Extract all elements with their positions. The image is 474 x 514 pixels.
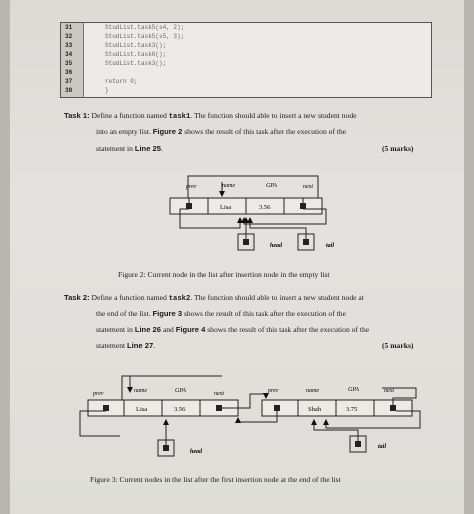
n2-header-gpa: GPA: [348, 387, 359, 393]
figure3-caption: Figure 3: Current nodes in the list afte…: [90, 475, 341, 484]
figure3-diagram: prev name GPA next Lisa 3.56 prev name G…: [79, 375, 421, 457]
task1-text: shows the result of this task after the …: [182, 127, 347, 136]
node-name: Lisa: [220, 204, 231, 211]
code-text: }: [105, 87, 109, 94]
task2-text: shows the result of this task after the …: [205, 325, 370, 334]
line26-reference: Line 26: [134, 325, 161, 334]
task2-text: the end of the list.: [96, 309, 153, 318]
n1-header-next: next: [214, 391, 224, 397]
line-number: 35: [65, 60, 73, 67]
node2-gpa: 3.75: [346, 406, 357, 413]
task2-marks: (5 marks): [382, 341, 414, 350]
n2-header-prev: prev: [267, 388, 279, 394]
task2-line4: statement Line 27.: [96, 339, 155, 353]
task1-text: .: [160, 144, 163, 153]
task2-line1: Task 2: Define a function named task2. T…: [64, 291, 364, 306]
figure2-null-loop: [187, 175, 319, 198]
n1-header-name: name: [134, 388, 147, 394]
task1-line1: Task 1: Define a function named task1. T…: [64, 109, 357, 124]
code-text: StudList.task5(s4, 2);: [105, 24, 185, 31]
code-text: return 0;: [105, 78, 138, 85]
task2-text: statement: [96, 341, 127, 350]
task1-function-name: task1: [168, 113, 191, 121]
line-number-gutter: [61, 23, 84, 97]
line-number: 33: [65, 42, 73, 49]
figure2-diagram: prev name GPA next Lisa 3.56 head tail: [169, 175, 334, 251]
head-label: head: [270, 243, 283, 249]
task2-line2: the end of the list. Figure 3 shows the …: [96, 307, 346, 321]
node1-gpa: 3.56: [174, 406, 186, 413]
figure2-reference: Figure 2: [152, 127, 183, 136]
task2-text: . The function should able to insert a n…: [190, 293, 364, 302]
n2-header-next: next: [384, 388, 394, 394]
figure3-node-2: [261, 399, 413, 417]
figure3-reference: Figure 3: [152, 309, 183, 318]
task1-text: . The function should able to insert a n…: [190, 111, 357, 120]
figure4-reference: Figure 4: [175, 325, 206, 334]
header-next: next: [303, 184, 313, 190]
task1-line2: into an empty list. Figure 2 shows the r…: [96, 125, 346, 139]
task2-text: .: [153, 341, 156, 350]
tail-label: tail: [326, 243, 334, 249]
task1-text: into an empty list.: [96, 127, 153, 136]
task2-text: and: [160, 325, 176, 334]
line25-reference: Line 25: [134, 144, 161, 153]
node1-name: Lisa: [136, 406, 147, 413]
header-name: name: [222, 183, 235, 189]
task1-text: Define a function named: [91, 111, 169, 120]
task1-text: statement in: [96, 144, 135, 153]
head-label: head: [190, 449, 203, 455]
n1-header-gpa: GPA: [175, 388, 186, 394]
task1-line3: statement in Line 25.: [96, 142, 163, 156]
line27-reference: Line 27: [127, 341, 154, 350]
tail-label: tail: [378, 444, 386, 450]
code-text: StudList.task6();: [105, 51, 167, 58]
line-number: 38: [65, 87, 73, 94]
header-prev: prev: [185, 184, 197, 190]
code-text: StudList.task3();: [105, 60, 167, 67]
task1-marks: (5 marks): [382, 144, 414, 153]
line-number: 36: [65, 69, 73, 76]
code-text: StudList.task3();: [105, 42, 167, 49]
task2-label: Task 2:: [64, 293, 90, 302]
node-gpa: 3.56: [259, 204, 271, 211]
figure3-node-1: [87, 399, 239, 417]
n2-header-name: name: [306, 388, 319, 394]
code-text: StudList.task5(s5, 3);: [105, 33, 185, 40]
prev-pointer-dot: [186, 203, 192, 209]
task2-line3: statement in Line 26 and Figure 4 shows …: [96, 323, 369, 337]
task2-text: Define a function named: [91, 293, 169, 302]
line-number: 34: [65, 51, 73, 58]
task2-function-name: task2: [168, 295, 191, 303]
node2-name: Shah: [308, 406, 322, 413]
line-number: 31: [65, 24, 73, 31]
next-pointer-dot: [300, 203, 306, 209]
line-number: 37: [65, 78, 73, 85]
task1-label: Task 1:: [64, 111, 90, 120]
n1-header-prev: prev: [92, 391, 104, 397]
header-gpa: GPA: [266, 183, 277, 189]
line-number: 32: [65, 33, 73, 40]
task2-text: shows the result of this task after the …: [182, 309, 346, 318]
task2-text: statement in: [96, 325, 135, 334]
figure2-caption: Figure 2: Current node in the list after…: [118, 270, 330, 279]
